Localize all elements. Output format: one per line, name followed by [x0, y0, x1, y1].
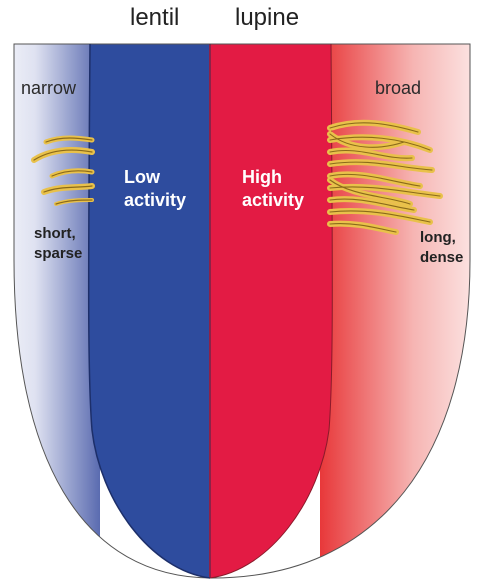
low-activity-line2: activity: [124, 189, 186, 212]
low-activity-line1: Low: [124, 166, 186, 189]
short-sparse-line1: short,: [34, 224, 82, 244]
short-sparse-line2: sparse: [34, 244, 82, 264]
blue-low-activity-band: [89, 44, 210, 578]
lupine-column-title: lupine: [235, 4, 299, 32]
long-dense-line1: long,: [420, 228, 463, 248]
short-sparse-label: short, sparse: [34, 224, 82, 264]
lentil-column-title: lentil: [130, 4, 179, 32]
broad-zone-label: broad: [375, 78, 421, 99]
high-activity-label: High activity: [242, 166, 304, 212]
red-high-activity-band: [209, 44, 332, 578]
long-dense-line2: dense: [420, 248, 463, 268]
long-dense-label: long, dense: [420, 228, 463, 268]
narrow-zone-label: narrow: [21, 78, 76, 99]
high-activity-line2: activity: [242, 189, 304, 212]
right-fade-zone: [320, 40, 481, 580]
high-activity-line1: High: [242, 166, 304, 189]
low-activity-label: Low activity: [124, 166, 186, 212]
